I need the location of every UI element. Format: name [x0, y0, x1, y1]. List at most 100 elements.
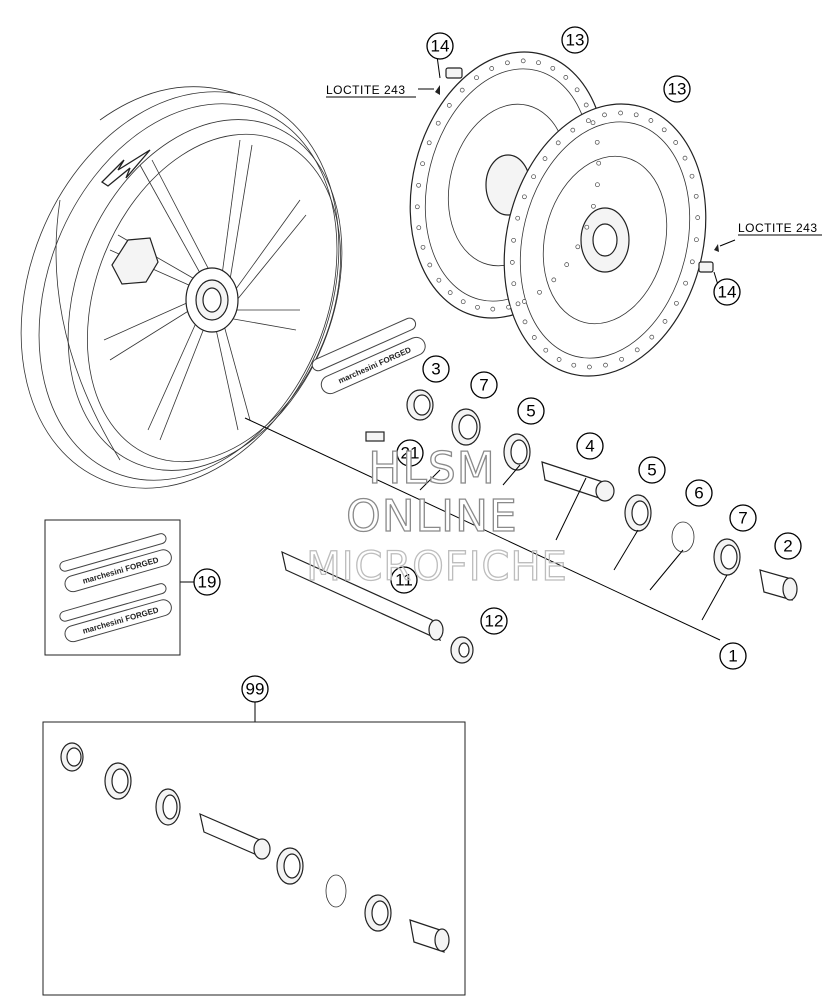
disc-hole: [416, 182, 421, 188]
disc-hole: [570, 127, 576, 133]
watermark-line-2: ONLINE: [346, 491, 518, 542]
callout-number: 7: [479, 376, 488, 395]
disc-hole: [649, 334, 655, 340]
kit-parts: [60, 742, 450, 953]
rim-decal: marchesini FORGED: [311, 317, 426, 395]
valve-21: [365, 431, 385, 442]
disc-hole: [695, 215, 701, 220]
disc-hole: [575, 244, 581, 250]
disc-hole: [426, 140, 432, 146]
disc-hole: [414, 204, 420, 210]
spacer-4: [541, 461, 615, 502]
disc-hole: [536, 60, 541, 66]
disc-hole: [689, 173, 695, 179]
disc-hole: [551, 277, 557, 283]
disc-hole: [543, 347, 549, 353]
disc-hole: [693, 193, 699, 199]
disc-screw-right: [698, 244, 719, 273]
disc-hole: [662, 319, 668, 324]
wheel-hub: [111, 237, 239, 333]
disc-hole: [537, 289, 542, 295]
disc-hole: [591, 203, 596, 209]
disc-hole: [435, 120, 441, 126]
callout-13: 13: [663, 75, 691, 103]
bearing-5-lower: [624, 494, 652, 532]
seal-7-lower: [713, 538, 741, 576]
callout-number: 6: [694, 484, 703, 503]
bearing-kit-box: [42, 721, 466, 996]
callout-2: 2: [774, 532, 802, 560]
callout-number: 11: [395, 571, 413, 590]
disc-hole: [555, 140, 561, 146]
disc-hole: [474, 75, 479, 81]
wheel-rim: [20, 86, 343, 489]
callout-5: 5: [517, 397, 545, 425]
disc-hole: [590, 120, 596, 126]
bearing-3: [406, 389, 434, 421]
leader-lines: [180, 55, 736, 722]
disc-hole: [634, 347, 640, 353]
disc-screw-top: [435, 67, 463, 95]
disc-hole: [694, 237, 699, 243]
callout-number: 5: [647, 461, 656, 480]
disc-hole: [459, 87, 465, 93]
disc-hole: [564, 262, 570, 267]
callout-number: 3: [431, 360, 440, 379]
disc-hole: [531, 174, 536, 180]
disc-hole: [420, 161, 425, 167]
seal-7-upper: [451, 408, 481, 446]
disc-hole: [521, 299, 527, 304]
disc-hole: [583, 102, 589, 108]
callout-21: 21: [396, 439, 424, 467]
loctite-label-top: LOCTITE 243: [326, 83, 406, 97]
callout-number: 12: [485, 612, 504, 631]
disc-hole: [673, 140, 679, 145]
callout-number: 21: [401, 444, 420, 463]
disc-hole: [522, 319, 528, 325]
disc-hole: [416, 225, 422, 231]
watermark: HLSM ONLINE MICROFICHE: [306, 442, 568, 590]
disc-hole: [571, 362, 577, 368]
disc-hole: [506, 304, 511, 310]
callout-number: 13: [668, 80, 687, 99]
callout-number: 14: [718, 283, 737, 302]
disc-hole: [682, 155, 688, 161]
disc-hole: [574, 87, 580, 93]
callout-99: 99: [241, 675, 269, 703]
wheel-spokes: [103, 139, 307, 441]
disc-hole: [683, 280, 688, 286]
disc-hole: [618, 110, 623, 116]
callout-11: 11: [390, 566, 418, 594]
disc-hole: [602, 112, 607, 118]
disc-hole: [427, 262, 433, 268]
disc-hole: [689, 259, 695, 265]
disc-hole: [511, 237, 516, 243]
disc-hole: [460, 299, 466, 305]
callout-number: 1: [728, 647, 737, 666]
disc-hole: [515, 301, 521, 307]
disc-hole: [584, 224, 590, 230]
disc-hole: [446, 103, 452, 108]
disc-hole: [633, 112, 639, 118]
disc-hole: [505, 60, 510, 66]
disc-hole: [490, 306, 496, 312]
disc-hole: [563, 75, 569, 80]
bearing-5-upper: [503, 433, 531, 471]
callout-4: 4: [576, 432, 604, 460]
disc-hole: [420, 244, 426, 250]
spacer-2: [759, 569, 798, 601]
disc-hole: [556, 357, 562, 362]
disc-hole: [436, 277, 442, 283]
callout-7: 7: [729, 504, 757, 532]
disc-hole: [522, 194, 527, 200]
callout-14: 14: [713, 278, 741, 306]
callout-number: 7: [738, 509, 747, 528]
callout-number: 5: [526, 402, 535, 421]
watermark-line-3: MICROFICHE: [306, 544, 568, 590]
disc-hole: [595, 182, 600, 188]
callout-number: 19: [198, 573, 217, 592]
disc-hole: [531, 335, 537, 340]
disc-hole: [520, 58, 526, 64]
